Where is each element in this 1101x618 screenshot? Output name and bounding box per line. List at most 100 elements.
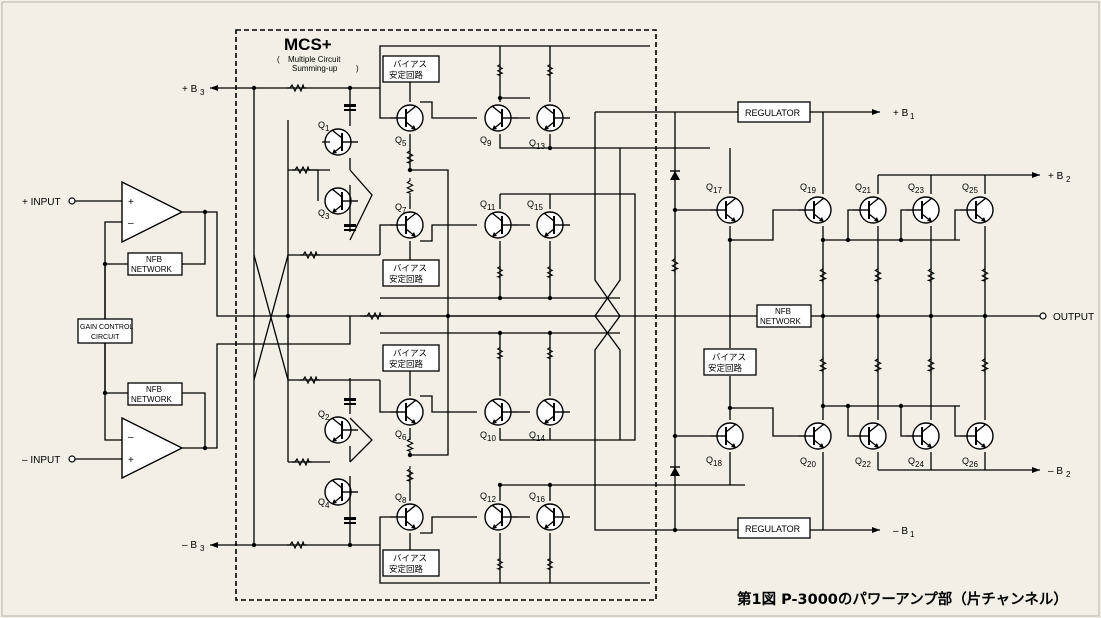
q-letter: Q [318,497,325,507]
lower-opamp-plus: + [128,455,134,466]
q13-index: 13 [536,142,545,151]
transistor-q20 [798,422,832,450]
regulator-top [737,101,811,123]
q-letter: Q [480,430,487,440]
q-letter: Q [855,182,862,192]
nfb-upper-line2: NETWORK [131,265,173,274]
transistor-q22 [853,422,887,450]
minus-input-terminal [68,455,76,463]
q-letter: Q [706,455,713,465]
bias-box-3-line1: バイアス [393,349,427,359]
q-letter: Q [962,182,969,192]
plus-b1-label: + B [893,108,909,119]
q15-index: 15 [534,203,543,212]
transistor-q8 [390,503,424,531]
regulator-bottom-label: REGULATOR [745,524,801,534]
gain-control-line2: CIRCUIT [91,334,120,341]
q12-index: 12 [487,495,496,504]
minus-b2-sub: 2 [1066,470,1071,479]
q26-index: 26 [969,460,978,469]
mcs-paren-left: ( [277,55,280,64]
q-letter: Q [318,208,325,218]
q-letter: Q [480,135,487,145]
transistor-q5 [390,104,424,132]
mcs-title: MCS+ [284,35,332,54]
q16-index: 16 [536,495,545,504]
bias-box-5-line1: バイアス [712,353,746,363]
q-letter: Q [395,135,402,145]
transistor-q9 [484,104,518,132]
bias-box-2-line1: バイアス [393,264,427,274]
bias-box-2-line2: 安定回路 [389,274,424,285]
transistor-q11 [484,211,518,239]
q-letter: Q [855,456,862,466]
plus-input-label: + INPUT [22,197,61,208]
q19-index: 19 [807,186,816,195]
q-letter: Q [480,199,487,209]
nfb-upper-line1: NFB [146,255,162,264]
transistor-q16 [536,503,570,531]
q-letter: Q [962,456,969,466]
q-letter: Q [395,429,402,439]
plus-b1-sub: 1 [910,112,915,121]
transistor-q25 [960,196,994,224]
regulator-bottom [737,517,811,539]
regulator-top-label: REGULATOR [745,108,801,118]
nfb-network-output [756,304,812,328]
q5-index: 5 [402,139,407,148]
q-letter: Q [395,202,402,212]
q11-index: 11 [487,203,496,212]
q10-index: 10 [487,434,496,443]
q24-index: 24 [915,460,924,469]
q1-index: 1 [325,124,330,133]
figure-caption: 第1図 P-3000のパワーアンプ部（片チャンネル） [737,590,1068,608]
q-letter: Q [529,138,536,148]
lower-opamp-minus: – [128,432,134,443]
bias-box-5-line2: 安定回路 [708,363,743,374]
bias-box-1 [382,55,440,83]
bias-box-4-line2: 安定回路 [389,564,424,575]
q2-index: 2 [325,413,330,422]
minus-b2-label: – B [1048,466,1063,477]
transistor-q23 [906,196,940,224]
q-letter: Q [480,491,487,501]
q8-index: 8 [402,496,407,505]
transistor-q26 [960,422,994,450]
q-letter: Q [908,182,915,192]
q-letter: Q [395,492,402,502]
q18-index: 18 [713,459,722,468]
transistor-q6 [390,398,424,426]
bias-box-1-line2: 安定回路 [389,70,424,81]
bias-box-3-line2: 安定回路 [389,359,424,370]
q7-index: 7 [402,206,407,215]
nfb-output-line1: NFB [775,307,791,316]
gain-control-circuit [77,318,133,344]
transistor-q24 [906,422,940,450]
q-letter: Q [527,199,534,209]
transistor-q18 [710,422,744,450]
upper-opamp-plus: + [128,197,134,208]
q-letter: Q [529,430,536,440]
transistor-q10 [484,398,518,426]
mcs-block-border [235,29,657,601]
q4-index: 4 [325,501,330,510]
q17-index: 17 [713,186,722,195]
bias-box-1-line1: バイアス [393,60,427,70]
transistor-q14 [536,398,570,426]
minus-input-label: – INPUT [22,455,60,466]
upper-opamp-minus: – [128,218,134,229]
nfb-output-line2: NETWORK [760,317,802,326]
q6-index: 6 [402,433,407,442]
q22-index: 22 [862,460,871,469]
plus-b3-sub: 3 [200,88,205,97]
mcs-paren-right: ) [356,64,359,73]
q3-index: 3 [325,212,330,221]
minus-b1-label: – B [893,526,908,537]
nfb-lower-line2: NETWORK [131,395,173,404]
q21-index: 21 [862,186,871,195]
q-letter: Q [529,491,536,501]
transistor-q17 [710,196,744,224]
